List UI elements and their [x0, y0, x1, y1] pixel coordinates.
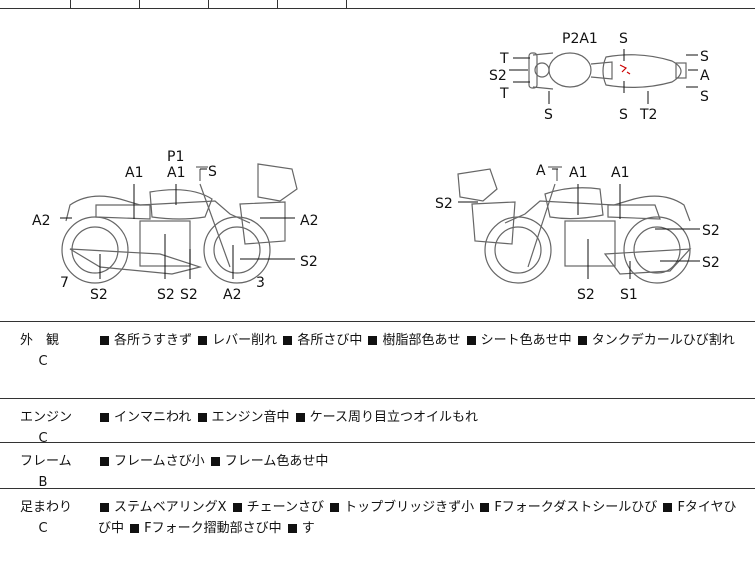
condition-row-frame: フレーム B フレームさび小 フレーム色あせ中 — [0, 443, 755, 490]
grade-badge: C — [38, 354, 48, 369]
condition-items: ステムベアリングX チェーンさび トップブリッジきず小 Fフォークダストシールひ… — [98, 497, 749, 539]
label-left-S: S — [208, 164, 217, 180]
bullet-square — [480, 502, 490, 512]
bullet-square — [130, 523, 140, 533]
row-category: フレーム B — [8, 451, 78, 493]
category-name: エンジン — [20, 410, 73, 425]
condition-item: Fフォーク摺動部さび中 — [144, 521, 282, 536]
label-left-A2: A2 — [32, 213, 50, 229]
top-table-row — [0, 0, 755, 9]
label-left-7: 7 — [60, 275, 69, 291]
bullet-square — [100, 456, 109, 466]
motorcycle-damage-diagram: P2A1 S S A S T S2 T S S T2 P1 S A1 A1 A2… — [0, 9, 755, 322]
bullet-square — [100, 502, 109, 512]
condition-item: レバー削れ — [212, 333, 278, 348]
label-left-S2: S2 — [180, 287, 198, 303]
condition-item: インマニわれ — [114, 410, 192, 425]
label-left-S2: S2 — [300, 254, 318, 270]
bullet-square — [198, 335, 208, 345]
row-category: 外 観 C — [8, 330, 78, 372]
bullet-square — [210, 456, 220, 466]
label-top-S: S — [700, 89, 709, 105]
condition-item: 樹脂部色あせ — [382, 333, 461, 348]
bullet-square — [330, 502, 340, 512]
row-category: エンジン C — [8, 407, 78, 449]
bullet-square — [663, 502, 673, 512]
condition-row-engine: エンジン C インマニわれ エンジン音中 ケース周り目立つオイルもれ — [0, 399, 755, 446]
label-right-S2: S2 — [435, 196, 453, 212]
label-right-A: A — [536, 163, 546, 179]
label-top-P2A1: P2A1 — [562, 31, 598, 47]
label-left-P1: P1 — [167, 149, 184, 165]
condition-item: チェーンさび — [246, 500, 325, 515]
condition-items: インマニわれ エンジン音中 ケース周り目立つオイルもれ — [98, 407, 749, 428]
condition-item: フレーム色あせ中 — [224, 454, 329, 469]
top-view-bike — [528, 52, 687, 90]
table-divider — [139, 0, 140, 8]
bullet-square — [287, 523, 297, 533]
label-left-A1: A1 — [125, 165, 143, 181]
bullet-square — [283, 335, 293, 345]
label-left-A2: A2 — [223, 287, 241, 303]
label-top-S: S — [619, 31, 628, 47]
label-top-A: A — [700, 68, 710, 84]
label-top-S: S — [544, 107, 553, 123]
category-name: フレーム — [20, 454, 72, 469]
label-right-A1: A1 — [611, 165, 629, 181]
bullet-square — [197, 412, 207, 422]
bullet-square — [368, 335, 378, 345]
bullet-square — [466, 335, 476, 345]
bullet-square — [100, 412, 109, 422]
condition-item: 各所うすきず — [114, 333, 193, 348]
condition-item: ケース周り目立つオイルもれ — [309, 410, 479, 425]
label-left-3: 3 — [256, 275, 265, 291]
condition-items: フレームさび小 フレーム色あせ中 — [98, 451, 749, 472]
condition-row-exterior: 外 観 C 各所うすきず レバー削れ 各所さび中 樹脂部色あせ シート色あせ中 … — [0, 322, 755, 399]
label-top-T: T — [499, 51, 509, 67]
label-top-T2: T2 — [639, 107, 657, 123]
label-right-S2: S2 — [577, 287, 595, 303]
category-name: 外 観 — [20, 333, 60, 348]
label-left-A2: A2 — [300, 213, 318, 229]
grade-badge: C — [38, 431, 48, 446]
condition-item: シート色あせ中 — [480, 333, 572, 348]
condition-item: フレームさび小 — [114, 454, 205, 469]
label-top-T: T — [499, 86, 509, 102]
label-right-S2: S2 — [702, 255, 720, 271]
condition-row-suspension: 足まわり C ステムベアリングX チェーンさび トップブリッジきず小 Fフォーク… — [0, 489, 755, 561]
bullet-square — [100, 335, 109, 345]
bullet-square — [295, 412, 305, 422]
condition-item: エンジン音中 — [211, 410, 290, 425]
condition-items: 各所うすきず レバー削れ 各所さび中 樹脂部色あせ シート色あせ中 タンクデカー… — [98, 330, 749, 351]
row-category: 足まわり C — [8, 497, 78, 539]
condition-item: タンクデカールひび割れ — [591, 333, 735, 348]
category-name: 足まわり — [20, 500, 73, 515]
bullet-square — [232, 502, 242, 512]
table-divider — [70, 0, 71, 8]
table-divider — [208, 0, 209, 8]
label-top-S2: S2 — [489, 68, 507, 84]
condition-item: Fフォークダストシールひび — [494, 500, 658, 515]
table-divider — [277, 0, 278, 8]
table-divider — [346, 0, 347, 8]
label-top-S: S — [700, 49, 709, 65]
condition-item: ステムベアリングX — [114, 500, 227, 515]
grade-badge: C — [38, 521, 48, 536]
label-right-S2: S2 — [702, 223, 720, 239]
condition-item: す — [301, 521, 315, 536]
grade-badge: B — [38, 475, 48, 490]
condition-item: 各所さび中 — [297, 333, 363, 348]
label-left-S2: S2 — [90, 287, 108, 303]
left-side-bike — [61, 163, 298, 284]
right-side-bike — [457, 166, 692, 284]
bullet-square — [577, 335, 587, 345]
condition-item: Fタイヤひび中 — [98, 500, 737, 536]
label-right-A1: A1 — [569, 165, 587, 181]
condition-item: トップブリッジきず小 — [344, 500, 475, 515]
label-left-S2: S2 — [157, 287, 175, 303]
label-right-S1: S1 — [620, 287, 638, 303]
label-left-A1: A1 — [167, 165, 185, 181]
diagram-svg: P2A1 S S A S T S2 T S S T2 P1 S A1 A1 A2… — [32, 31, 720, 303]
label-top-S: S — [619, 107, 628, 123]
